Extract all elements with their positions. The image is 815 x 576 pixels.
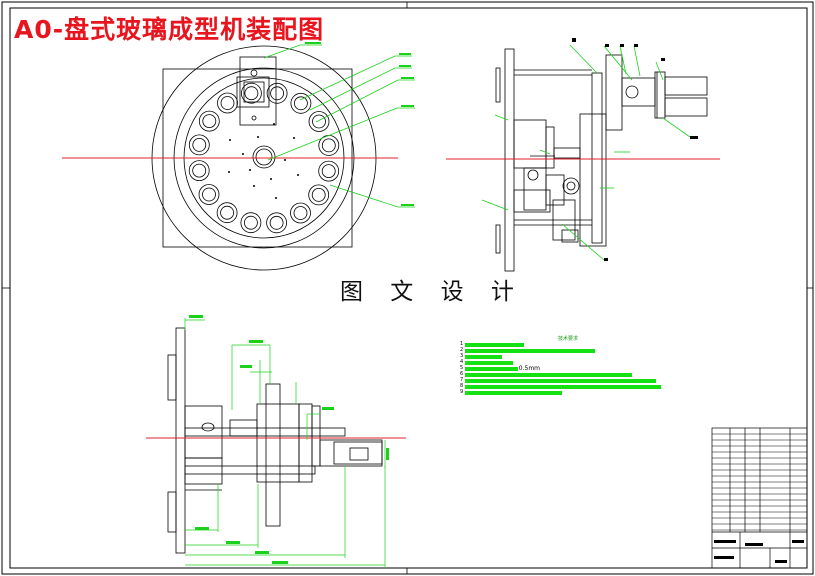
mold-hole-inner bbox=[312, 114, 326, 129]
tech-note-number: 3 bbox=[460, 353, 464, 359]
tech-note-number: 7 bbox=[460, 377, 464, 383]
tech-notes-title: 技术要求 bbox=[558, 336, 579, 342]
title-block-rows bbox=[712, 433, 807, 531]
mold-hole-inner bbox=[243, 215, 258, 230]
tech-note-number: 6 bbox=[460, 371, 464, 377]
mold-hole-inner bbox=[269, 215, 284, 230]
mold-hole bbox=[290, 92, 312, 114]
mold-hole-inner bbox=[321, 138, 336, 153]
tech-note-number: 2 bbox=[460, 347, 464, 353]
side-view-labels bbox=[572, 38, 698, 261]
mold-hole bbox=[217, 92, 238, 114]
title-block bbox=[711, 427, 808, 569]
mold-hole bbox=[290, 202, 311, 224]
mold-hole-inner bbox=[311, 187, 326, 202]
drawing-title: A0-盘式玻璃成型机装配图 bbox=[14, 15, 325, 44]
mold-hole-inner bbox=[192, 137, 207, 152]
mold-hole-inner bbox=[270, 86, 285, 101]
mold-hole bbox=[216, 202, 238, 224]
mold-hole bbox=[318, 160, 340, 182]
mold-hole-inner bbox=[244, 86, 259, 101]
tech-note-text-bar bbox=[465, 355, 503, 359]
mold-hole-inner bbox=[293, 96, 308, 111]
tech-note-text-bar bbox=[465, 385, 661, 389]
mold-hole-inner bbox=[192, 163, 207, 178]
tech-note-text-bar bbox=[465, 349, 595, 353]
mold-hole-inner bbox=[220, 96, 235, 110]
tech-note-text: 0.5mm bbox=[518, 365, 541, 372]
tech-note-text-bar bbox=[465, 367, 518, 371]
tech-note-number: 5 bbox=[460, 365, 464, 371]
tech-note-number: 1 bbox=[460, 341, 464, 347]
watermark-text: 图 文 设 计 bbox=[340, 279, 524, 305]
mold-hole-inner bbox=[202, 187, 216, 202]
mold-hole bbox=[188, 134, 210, 156]
tech-note-text-bar bbox=[465, 391, 562, 395]
tech-note-number: 4 bbox=[460, 359, 464, 365]
tech-note-text-bar bbox=[465, 343, 525, 347]
mold-hole bbox=[308, 111, 330, 132]
mold-hole bbox=[308, 184, 330, 206]
tech-note-text-bar bbox=[465, 373, 633, 377]
top-view-leaders bbox=[263, 44, 415, 208]
tech-note-text-bar bbox=[465, 361, 514, 365]
front-view-dimensions bbox=[184, 318, 386, 568]
mold-hole bbox=[240, 82, 262, 104]
mold-hole bbox=[198, 184, 220, 205]
mold-holes bbox=[188, 82, 340, 234]
mold-hole bbox=[266, 212, 288, 234]
top-view-leader-labels bbox=[305, 42, 414, 206]
mold-hole-inner bbox=[202, 114, 217, 128]
front-view-dimension-values bbox=[189, 315, 389, 564]
mold-hole bbox=[198, 110, 220, 132]
side-view-leaders bbox=[481, 44, 691, 261]
mold-hole bbox=[266, 82, 288, 104]
tech-note-number: 9 bbox=[460, 389, 464, 395]
side-view bbox=[495, 48, 708, 272]
mold-hole bbox=[188, 160, 210, 182]
plate-bolt-holes bbox=[228, 123, 299, 199]
mold-hole-inner bbox=[220, 205, 235, 220]
mold-hole-inner bbox=[293, 206, 308, 220]
mold-hole bbox=[240, 212, 262, 234]
tech-note-number: 8 bbox=[460, 383, 464, 389]
tech-note-text-bar bbox=[465, 379, 657, 383]
front-view bbox=[167, 327, 383, 554]
title-block-text-marks bbox=[714, 540, 804, 563]
mold-hole-inner bbox=[321, 164, 336, 179]
